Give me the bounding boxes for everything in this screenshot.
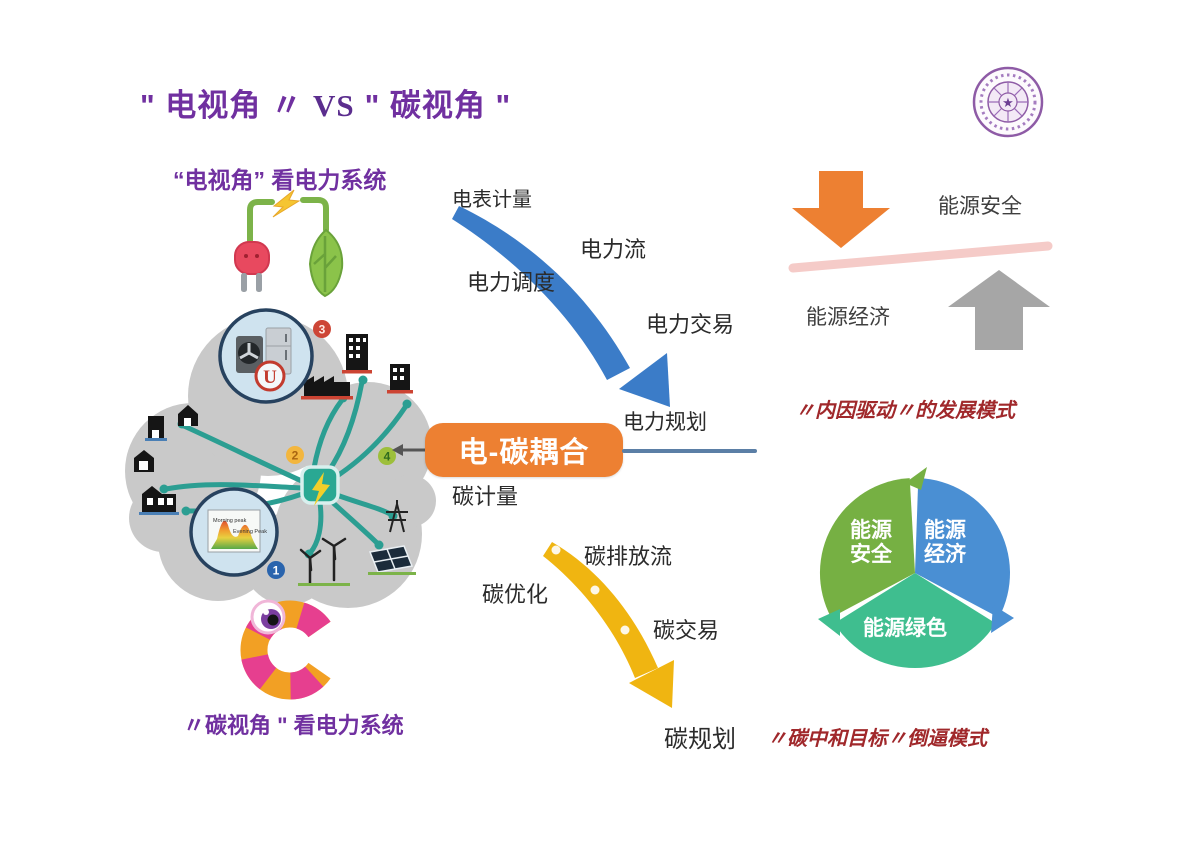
electric-flow-arrow — [452, 206, 670, 407]
carbon-optimize-label: 碳优化 — [482, 582, 549, 607]
carbon-flow-arrow — [543, 542, 674, 708]
balance-line — [788, 241, 1053, 273]
plug-body — [234, 241, 270, 275]
lightning-icon — [272, 189, 301, 218]
power-flow-label: 电力流 — [580, 237, 647, 262]
cloud-box-connector — [392, 444, 428, 456]
electric-view-caption: “电视角” 看电力系统 — [173, 167, 387, 193]
security-segment — [819, 478, 915, 618]
seal-star-icon: ★ — [1002, 95, 1014, 110]
factory-icon — [304, 376, 350, 396]
solar-panel-icon — [368, 545, 416, 575]
carbon-emission-flow-label: 碳排放流 — [584, 544, 673, 569]
title-right: " 碳视角 " — [364, 88, 512, 123]
grid-connections — [163, 379, 409, 556]
carbon-planning-label: 碳规划 — [664, 726, 736, 753]
arrowhead — [629, 660, 674, 708]
university-seal-logo: ★ — [972, 66, 1044, 138]
plug-cord — [247, 199, 275, 247]
energy-economy-label: 能源经济 — [806, 306, 890, 329]
badge-4-number: 4 — [384, 450, 391, 464]
city-buildings — [301, 334, 413, 400]
down-arrow-icon — [792, 171, 890, 248]
energy-security-label: 能源安全 — [938, 195, 1022, 218]
evening-peak-label: Evening Peak — [233, 529, 267, 535]
badge-3-number: 3 — [319, 323, 326, 337]
title-left: " 电视角 〃 — [140, 88, 303, 123]
power-trade-label: 电力交易 — [646, 312, 735, 337]
transmission-tower-icon — [386, 500, 408, 533]
arrowhead — [619, 353, 670, 407]
carbon-trade-label: 碳交易 — [653, 618, 720, 643]
green-segment — [834, 573, 996, 669]
electric-meter-label: 电表计量 — [452, 189, 532, 211]
plug-and-leaf-icon — [234, 189, 344, 298]
wind-turbines-icon — [299, 537, 347, 586]
planning-underline — [622, 449, 757, 453]
coupling-box: 电-碳耦合 — [425, 423, 623, 477]
cycle-economy-label: 能源经济 — [924, 519, 966, 567]
plug-prong — [256, 273, 262, 292]
energy-trilemma-cycle — [818, 467, 1014, 669]
power-dispatch-label: 电力调度 — [467, 270, 556, 295]
badge-3 — [313, 320, 331, 338]
carbon-meter-label: 碳计量 — [452, 484, 519, 509]
up-arrow-icon — [948, 270, 1050, 350]
badge-2 — [286, 446, 304, 464]
page-title: " 电视角 〃 VS " 碳视角 " — [140, 80, 511, 125]
carbon-view-caption: 〃碳视角 " 看电力系统 — [183, 713, 404, 738]
cycle-green-label: 能源绿色 — [863, 617, 947, 640]
appliance-logo: U — [263, 367, 277, 388]
houses — [134, 405, 198, 515]
load-curve-callout: Morning peak Evening Peak — [189, 487, 279, 577]
fan-icon — [239, 343, 259, 360]
internal-drive-caption: 〃内因驱动〃的发展模式 — [795, 400, 1015, 422]
hub-lightning-icon — [312, 472, 330, 506]
load-curve — [211, 520, 258, 549]
drive-mode-arrows — [788, 171, 1053, 350]
badge-4 — [378, 447, 396, 465]
coupling-label: 电-碳耦合 — [458, 437, 590, 469]
plug-prong — [241, 273, 247, 292]
title-vs: VS — [312, 88, 355, 123]
carbon-neutral-caption: 〃碳中和目标〃倒逼模式 — [767, 728, 987, 750]
power-grid-cloud-diagram: U 3 2 4 Morning peak Evening Peak 1 — [125, 308, 436, 608]
leaf-stem — [300, 197, 329, 233]
cycle-security-label: 能源安全 — [850, 519, 892, 567]
badge-1 — [267, 561, 285, 579]
badge-2-number: 2 — [292, 449, 299, 463]
power-planning-label: 电力规划 — [623, 411, 707, 434]
badge-1-number: 1 — [273, 564, 280, 578]
morning-peak-label: Morning peak — [213, 518, 247, 524]
economy-segment — [915, 478, 1010, 618]
carbon-mascot — [240, 599, 331, 700]
appliance-callout: U — [218, 308, 314, 404]
